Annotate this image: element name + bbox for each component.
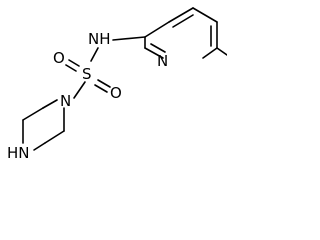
label-sulfur: S [82,65,92,83]
bond-pyridine-n-c2 [144,47,164,59]
bond-pyridine-c2-c3 [144,21,170,38]
bond-piperazine-c5-c6 [22,107,44,121]
bond-sulfur-oxygen-bottom-2 [94,84,108,93]
label-piperazine-nh: HN [7,144,30,162]
bond-pyridine-double-n-c2 [150,43,166,53]
bond-pyridine-c4-c5 [192,7,218,23]
bond-piperazine-c6-n1 [42,99,58,109]
bond-methyl [216,47,227,56]
bond-piperazine-c3-n4 [33,142,46,151]
chemical-structure-diagram: NH N O S O N HN [7,7,227,162]
pyridine-ring [144,7,218,59]
bond-sulfur-oxygen-bottom-1 [97,79,111,88]
piperazine-ring [22,99,65,151]
label-sulfonamide-nh: NH [88,30,111,48]
bond-nh-sulfur [90,47,99,62]
bond-sulfur-piperazine-n [73,81,86,99]
bond-pyridine-c3-c4 [168,7,194,23]
label-oxygen-bottom: O [110,84,122,102]
bond-pyridine-c6-n [202,47,218,59]
bond-piperazine-c2-c3 [44,130,65,144]
label-oxygen-top: O [53,49,65,67]
bond-sulfur-oxygen-top-2 [65,64,77,72]
bond-sulfur-oxygen-top-1 [68,59,80,67]
label-pyridine-n: N [157,52,168,70]
label-piperazine-n: N [60,92,71,110]
bond-nh-pyridine [112,36,146,41]
bond-pyridine-double-c3-c4 [172,14,194,28]
